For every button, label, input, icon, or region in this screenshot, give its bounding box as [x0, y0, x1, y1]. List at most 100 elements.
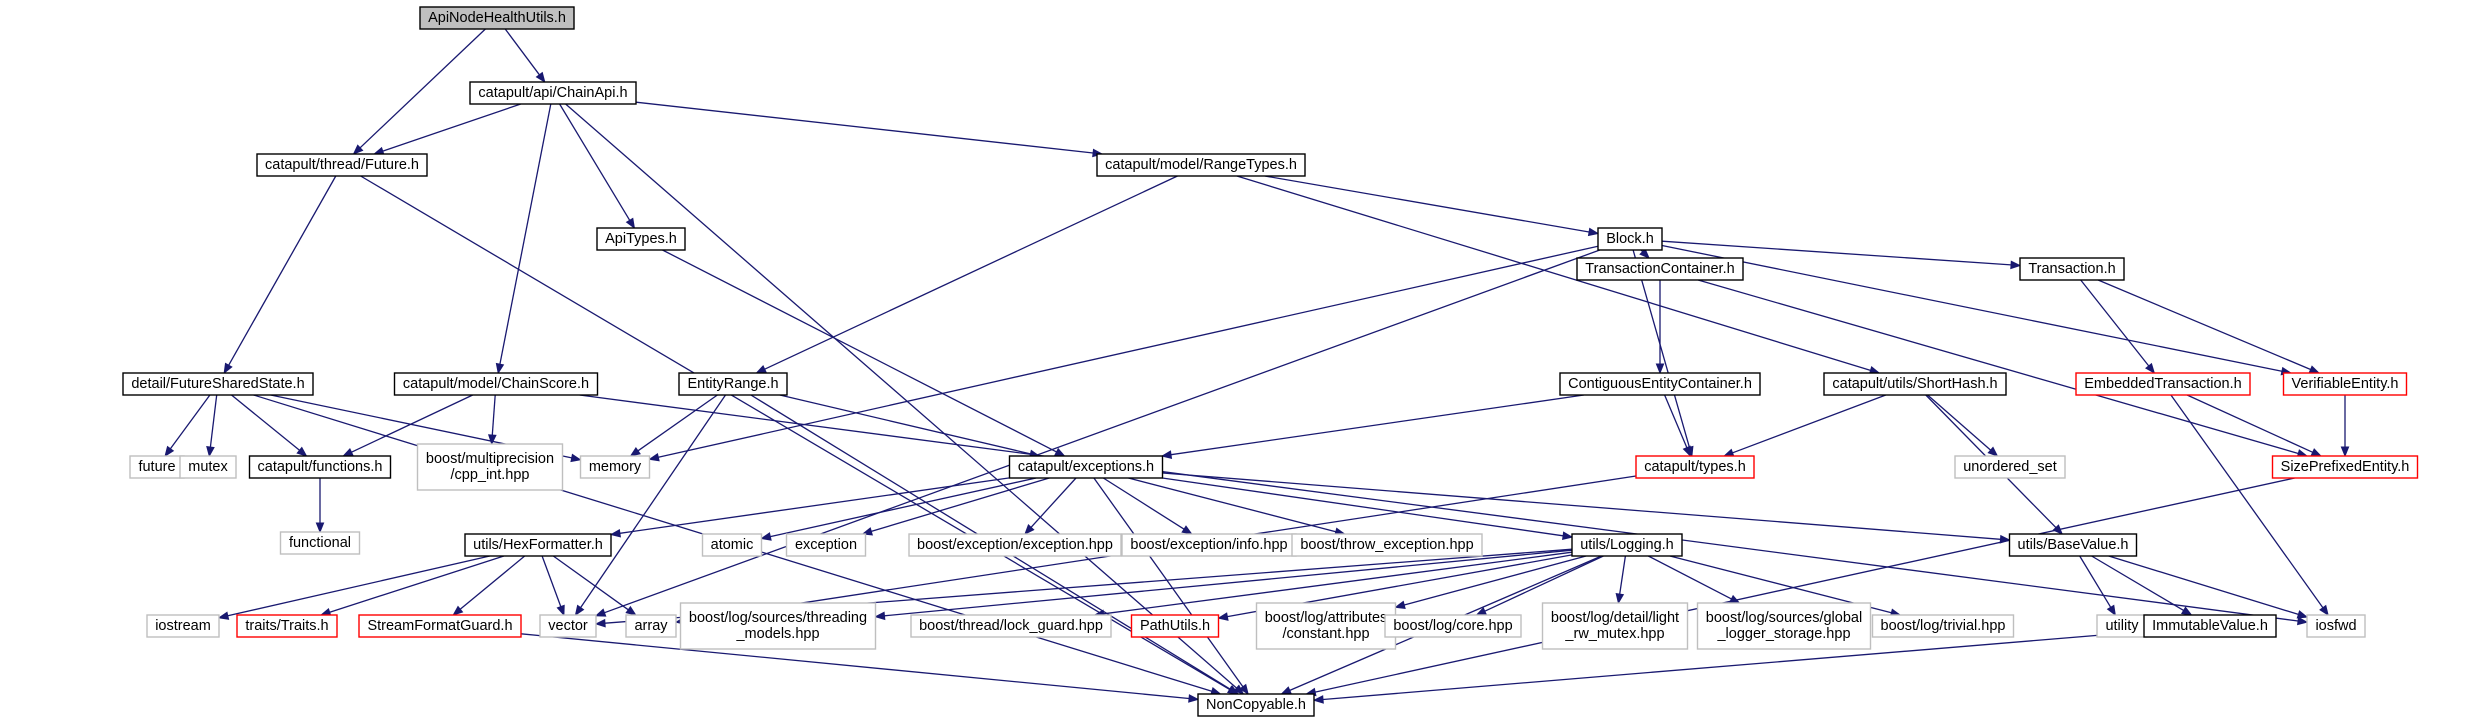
- edge-TransactionContainer-to-ContiguousEntityContainer: [1655, 280, 1665, 375]
- node-threading_models: boost/log/sources/threading_models.hpp: [679, 602, 877, 650]
- node-boost_throw: boost/throw_exception.hpp: [1291, 533, 1483, 557]
- edge-line: [228, 175, 337, 366]
- node-VerifiableEntity[interactable]: VerifiableEntity.h: [2282, 372, 2408, 396]
- node-ChainApi[interactable]: catapult/api/ChainApi.h: [469, 81, 637, 105]
- edge-Block-to-memory: [648, 245, 1599, 462]
- edge-line: [1264, 175, 1590, 233]
- node-box: [2019, 257, 2125, 281]
- edge-line: [2080, 279, 2150, 367]
- node-SizePrefixedEntity[interactable]: SizePrefixedEntity.h: [2271, 455, 2419, 479]
- edge-line: [1030, 477, 1077, 528]
- node-light_rw_mutex: boost/log/detail/light_rw_mutex.hpp: [1541, 602, 1689, 650]
- node-EmbeddedTransaction[interactable]: EmbeddedTransaction.h: [2075, 372, 2251, 396]
- node-FutureSharedState[interactable]: detail/FutureSharedState.h: [122, 372, 314, 396]
- node-box: [464, 533, 612, 557]
- node-NonCopyable[interactable]: NonCopyable.h: [1197, 693, 1315, 717]
- arrowhead: [535, 71, 546, 84]
- edge-line: [1404, 555, 1587, 606]
- edge-Block-to-VerifiableEntity: [1661, 244, 2293, 376]
- edge-line: [1697, 279, 2299, 455]
- node-PathUtils[interactable]: PathUtils.h: [1130, 614, 1220, 638]
- edge-line: [2170, 394, 2324, 609]
- node-label: ImmutableValue.h: [2152, 618, 2268, 634]
- arrowhead: [2310, 448, 2323, 457]
- node-label: traits/Traits.h: [245, 618, 328, 634]
- node-box: [1541, 602, 1689, 650]
- edge-Logging-to-threading_models: [874, 549, 1573, 621]
- arrowhead: [609, 528, 621, 538]
- arrowhead: [594, 618, 606, 628]
- node-functions[interactable]: catapult/functions.h: [248, 455, 392, 479]
- node-box: [1871, 614, 2015, 638]
- edge-line: [1093, 477, 1244, 688]
- node-label: /constant.hpp: [1282, 626, 1369, 642]
- node-label: catapult/functions.h: [258, 459, 383, 475]
- node-box: [1384, 614, 1522, 638]
- edge-ApiNodeHealthUtils-to-Future: [352, 28, 486, 155]
- edge-Logging-to-global_logger: [1648, 555, 1741, 604]
- node-Logging[interactable]: utils/Logging.h: [1571, 533, 1683, 557]
- node-box: [908, 533, 1122, 557]
- arrowhead: [760, 532, 772, 541]
- node-ContiguousEntityContainer[interactable]: ContiguousEntityContainer.h: [1559, 372, 1761, 396]
- node-Block[interactable]: Block.h: [1597, 227, 1663, 251]
- node-boost_info: boost/exception/info.hpp: [1121, 533, 1297, 557]
- node-label: catapult/exceptions.h: [1018, 459, 1154, 475]
- node-layer: ApiNodeHealthUtils.h catapult/api/ChainAp…: [122, 6, 2419, 717]
- node-ApiTypes[interactable]: ApiTypes.h: [596, 227, 686, 251]
- edge-line: [499, 103, 552, 365]
- edge-ImmutableValue-to-NonCopyable: [1312, 630, 2145, 704]
- node-ApiNodeHealthUtils[interactable]: ApiNodeHealthUtils.h: [419, 6, 575, 30]
- edge-line: [635, 101, 1094, 154]
- arrowhead: [2106, 604, 2116, 617]
- node-Transaction[interactable]: Transaction.h: [2019, 257, 2125, 281]
- node-StreamFormatGuard[interactable]: StreamFormatGuard.h: [358, 614, 522, 638]
- node-unordered_set: unordered_set: [1954, 455, 2066, 479]
- edge-line: [1314, 477, 2295, 693]
- node-box: [785, 533, 867, 557]
- edge-line: [1927, 394, 1992, 451]
- arrowhead: [1280, 686, 1292, 695]
- node-BaseValue[interactable]: utils/BaseValue.h: [2008, 533, 2138, 557]
- node-label: unordered_set: [1963, 459, 2057, 475]
- node-box: [2075, 372, 2251, 396]
- arrowhead: [1217, 612, 1229, 621]
- edge-line: [1170, 394, 1584, 456]
- arrowhead: [625, 217, 636, 230]
- node-EntityRange[interactable]: EntityRange.h: [678, 372, 788, 396]
- node-box: [2143, 614, 2277, 638]
- node-HexFormatter[interactable]: utils/HexFormatter.h: [464, 533, 612, 557]
- edge-line: [351, 394, 473, 453]
- edge-line: [360, 175, 1230, 690]
- node-RangeTypes[interactable]: catapult/model/RangeTypes.h: [1096, 153, 1306, 177]
- node-ChainScore[interactable]: catapult/model/ChainScore.h: [393, 372, 599, 396]
- arrowhead: [2297, 616, 2309, 626]
- edge-line: [1162, 472, 2001, 540]
- node-TransactionContainer[interactable]: TransactionContainer.h: [1576, 257, 1744, 281]
- edge-Block-to-Transaction: [1661, 240, 2022, 270]
- node-box: [1559, 372, 1761, 396]
- node-Future[interactable]: catapult/thread/Future.h: [256, 153, 428, 177]
- node-types[interactable]: catapult/types.h: [1635, 455, 1755, 479]
- edge-HexFormatter-to-StreamFormatGuard: [452, 555, 526, 616]
- edge-BaseValue-to-ImmutableValue: [2091, 555, 2193, 616]
- edge-line: [1236, 175, 1871, 372]
- node-label: iostream: [155, 618, 211, 634]
- node-box: [539, 614, 597, 638]
- edge-exceptions-to-NonCopyable: [1093, 477, 1249, 696]
- edge-HexFormatter-to-vector: [541, 555, 565, 617]
- edge-line: [491, 394, 496, 436]
- arrowhead: [1999, 534, 2011, 544]
- edge-FutureSharedState-to-functions: [231, 394, 308, 457]
- node-exceptions[interactable]: catapult/exceptions.h: [1008, 455, 1164, 479]
- node-box: [579, 455, 651, 479]
- node-ImmutableValue[interactable]: ImmutableValue.h: [2143, 614, 2277, 638]
- node-Traits[interactable]: traits/Traits.h: [236, 614, 338, 638]
- node-label: PathUtils.h: [1140, 618, 1210, 634]
- arrowhead: [206, 446, 215, 458]
- node-ShortHash[interactable]: catapult/utils/ShortHash.h: [1823, 372, 2007, 396]
- edge-line: [770, 477, 1037, 538]
- arrowhead: [594, 608, 607, 617]
- edge-line: [227, 555, 490, 617]
- node-global_logger: boost/log/sources/global_logger_storage.…: [1696, 602, 1872, 650]
